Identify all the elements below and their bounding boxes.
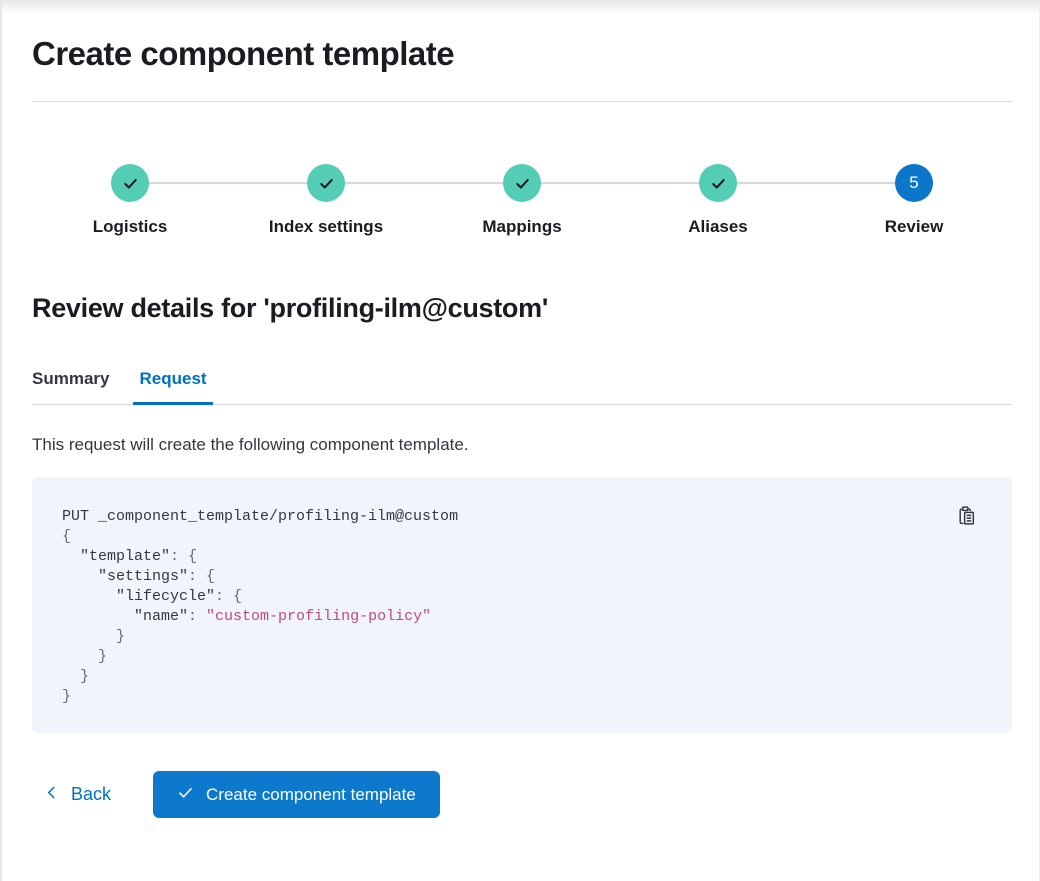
step-label: Logistics bbox=[92, 217, 168, 236]
step-logistics[interactable]: Logistics bbox=[32, 164, 228, 237]
copy-clipboard-icon bbox=[956, 505, 977, 529]
chevron-left-icon bbox=[44, 784, 59, 805]
copy-to-clipboard-button[interactable] bbox=[952, 503, 980, 531]
back-button[interactable]: Back bbox=[32, 784, 111, 805]
code-line: } bbox=[62, 628, 126, 645]
step-label: Index settings bbox=[268, 217, 384, 236]
top-shadow bbox=[2, 0, 1039, 14]
footer-actions: Back Create component template bbox=[32, 771, 1012, 818]
check-icon bbox=[177, 784, 194, 806]
code-line: { bbox=[62, 528, 72, 545]
step-connector-line bbox=[424, 182, 522, 184]
tab-summary[interactable]: Summary bbox=[32, 369, 110, 388]
review-tabs: Summary Request bbox=[32, 369, 1012, 405]
step-complete-check-icon bbox=[503, 164, 541, 202]
back-button-label: Back bbox=[71, 784, 112, 804]
step-label: Mappings bbox=[482, 217, 562, 236]
page-content: Create component template Logistics Index… bbox=[2, 34, 1039, 818]
page-title: Create component template bbox=[32, 35, 455, 72]
request-json-code: PUT _component_template/profiling-ilm@cu… bbox=[62, 507, 982, 707]
title-divider bbox=[32, 101, 1012, 102]
step-label: Aliases bbox=[688, 217, 748, 236]
step-complete-check-icon bbox=[111, 164, 149, 202]
step-label: Review bbox=[884, 217, 944, 236]
tab-request[interactable]: Request bbox=[133, 369, 213, 405]
code-line: "name": "custom-profiling-policy" bbox=[62, 608, 432, 625]
code-line: "template": { bbox=[62, 548, 198, 565]
step-connector-line bbox=[326, 182, 424, 184]
step-connector-line bbox=[522, 182, 620, 184]
step-connector-line bbox=[620, 182, 718, 184]
code-line: "lifecycle": { bbox=[62, 588, 243, 605]
step-complete-check-icon bbox=[307, 164, 345, 202]
request-code-block: PUT _component_template/profiling-ilm@cu… bbox=[32, 477, 1012, 733]
code-line: "settings": { bbox=[62, 568, 216, 585]
code-line: } bbox=[62, 648, 108, 665]
step-connector-line bbox=[816, 182, 914, 184]
step-mappings[interactable]: Mappings bbox=[424, 164, 620, 237]
step-complete-check-icon bbox=[699, 164, 737, 202]
review-heading: Review details for 'profiling-ilm@custom… bbox=[32, 293, 548, 323]
step-connector-line bbox=[718, 182, 816, 184]
code-line: PUT _component_template/profiling-ilm@cu… bbox=[62, 508, 459, 525]
code-line: } bbox=[62, 688, 72, 705]
create-component-template-button[interactable]: Create component template bbox=[153, 771, 440, 818]
request-description: This request will create the following c… bbox=[32, 435, 469, 454]
create-button-label: Create component template bbox=[206, 784, 416, 804]
code-line: } bbox=[62, 668, 90, 685]
step-aliases[interactable]: Aliases bbox=[620, 164, 816, 237]
step-number-badge: 5 bbox=[895, 164, 933, 202]
step-index-settings[interactable]: Index settings bbox=[228, 164, 424, 237]
step-connector-line bbox=[130, 182, 228, 184]
step-connector-line bbox=[228, 182, 326, 184]
